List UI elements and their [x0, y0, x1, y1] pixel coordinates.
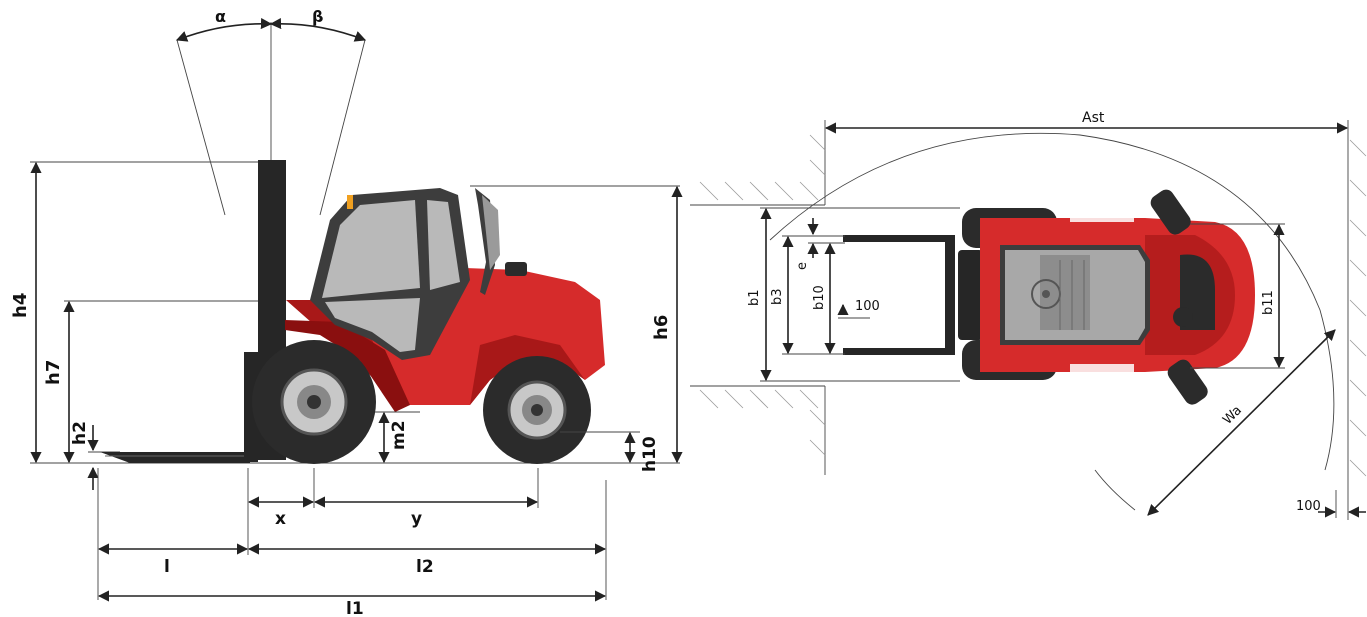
label-l2: l2 — [416, 557, 434, 577]
label-ast: Ast — [1082, 110, 1105, 126]
label-beta: β — [312, 7, 323, 26]
dim-wa — [1147, 329, 1336, 516]
label-alpha: α — [215, 7, 226, 26]
top-view: Ast b — [690, 110, 1367, 520]
label-wa: Wa — [1220, 403, 1245, 428]
label-fork-clearance: 100 — [855, 299, 880, 314]
label-h4: h4 — [10, 293, 31, 318]
label-x: x — [275, 509, 286, 529]
label-y: y — [411, 509, 422, 529]
label-h6: h6 — [651, 315, 672, 340]
label-m2: m2 — [389, 420, 409, 450]
cab-window-front — [322, 200, 420, 298]
fork-left — [843, 235, 953, 242]
label-h7: h7 — [43, 360, 64, 385]
fork-right — [843, 348, 953, 355]
cab-window-side — [427, 200, 460, 290]
aisle-wall-hatching — [690, 120, 1367, 520]
label-l1: l1 — [346, 599, 364, 617]
rear-wheel — [483, 356, 591, 464]
label-b3: b3 — [770, 288, 785, 305]
label-h2: h2 — [70, 421, 90, 445]
label-h10: h10 — [640, 436, 660, 472]
label-side-clearance: 100 — [1296, 499, 1321, 514]
label-l: l — [164, 557, 170, 577]
front-wheel — [252, 340, 376, 464]
fork — [100, 452, 250, 463]
label-e: e — [795, 262, 810, 270]
label-b10: b10 — [812, 285, 827, 310]
side-view: α β h4 h7 h2 — [10, 7, 683, 617]
label-b1: b1 — [747, 289, 762, 306]
label-b11: b11 — [1261, 290, 1276, 315]
truck-top-view — [958, 189, 1255, 405]
